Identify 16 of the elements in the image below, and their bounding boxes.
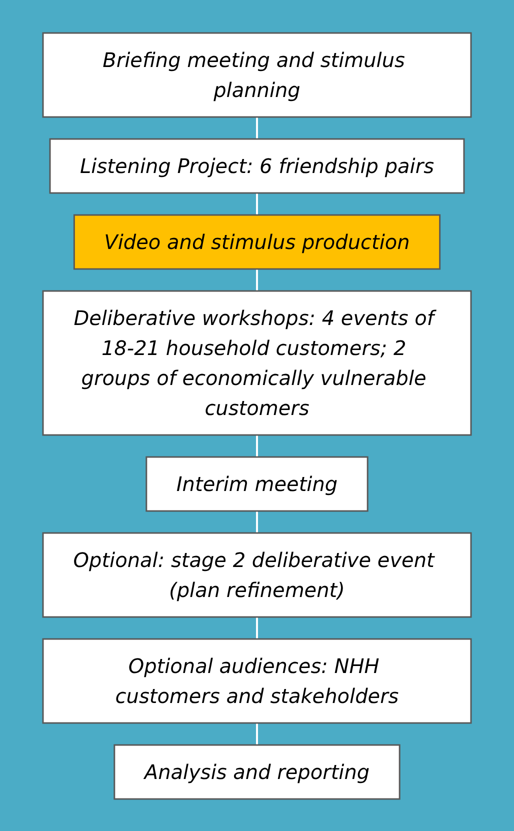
node-box xyxy=(42,532,472,618)
node-box xyxy=(42,32,472,118)
connector xyxy=(256,268,258,290)
connector xyxy=(256,616,258,638)
node-box xyxy=(73,214,441,270)
node-box xyxy=(42,638,472,724)
node-box xyxy=(114,744,400,800)
connector xyxy=(256,116,258,138)
connector xyxy=(256,722,258,744)
connector xyxy=(256,510,258,532)
flowchart: Briefing meeting and stimulus planning Listening Project: 6 friendship pairs Video and stimulus production Deliberative workshops: 4 events of 18-21 household customers; 2 groups of economically vulnerable customers Interim meeting Optional: stage 2 deliberative event (plan refinement) Optional audiences: NHH customers and stakeholders Analysis and reporting xyxy=(35,24,479,806)
node-box xyxy=(146,456,368,512)
connector xyxy=(256,434,258,456)
node-box xyxy=(42,290,472,436)
node-box xyxy=(49,138,465,194)
connector xyxy=(256,192,258,214)
